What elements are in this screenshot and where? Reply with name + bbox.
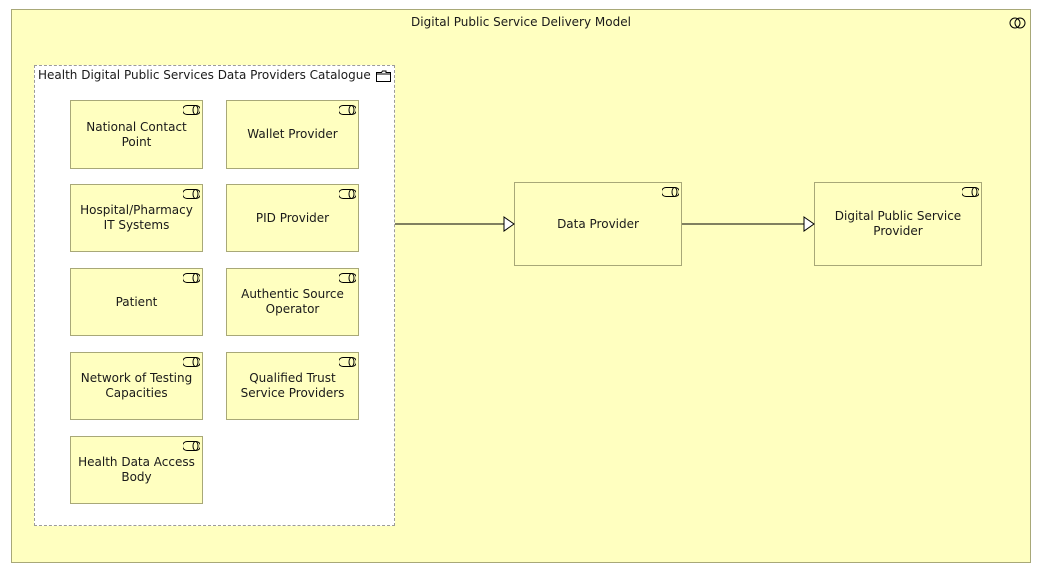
role-label: Qualified Trust Service Providers bbox=[240, 371, 345, 400]
model-title: Digital Public Service Delivery Model bbox=[411, 15, 631, 29]
role-digital-public-service-provider[interactable]: Digital Public Service Provider bbox=[814, 182, 982, 266]
role-label: Wallet Provider bbox=[247, 127, 338, 141]
role-label: Network of Testing Capacities bbox=[80, 371, 193, 400]
folder-icon bbox=[376, 70, 391, 82]
role-national-contact-point[interactable]: National Contact Point bbox=[70, 100, 203, 169]
role-label: Data Provider bbox=[557, 216, 639, 231]
business-role-icon bbox=[183, 105, 200, 115]
business-role-icon bbox=[339, 189, 356, 199]
role-authentic-source-operator[interactable]: Authentic Source Operator bbox=[226, 268, 359, 336]
business-role-icon bbox=[183, 357, 200, 367]
specialization-edge-data-provider-to-service-provider[interactable] bbox=[682, 216, 815, 232]
role-label: Authentic Source Operator bbox=[241, 287, 344, 316]
role-patient[interactable]: Patient bbox=[70, 268, 203, 336]
collaboration-icon bbox=[1009, 17, 1026, 29]
role-wallet-provider[interactable]: Wallet Provider bbox=[226, 100, 359, 169]
role-label: Health Data Access Body bbox=[78, 455, 195, 484]
business-role-icon bbox=[339, 105, 356, 115]
business-role-icon bbox=[183, 441, 200, 451]
business-role-icon bbox=[662, 187, 679, 197]
role-network-of-testing-capacities[interactable]: Network of Testing Capacities bbox=[70, 352, 203, 420]
role-qualified-trust-service-providers[interactable]: Qualified Trust Service Providers bbox=[226, 352, 359, 420]
business-role-icon bbox=[339, 357, 356, 367]
business-role-icon bbox=[183, 273, 200, 283]
role-hospital-pharmacy-it-systems[interactable]: Hospital/Pharmacy IT Systems bbox=[70, 184, 203, 252]
business-role-icon bbox=[183, 189, 200, 199]
role-pid-provider[interactable]: PID Provider bbox=[226, 184, 359, 252]
role-label: National Contact Point bbox=[86, 119, 187, 149]
business-role-icon bbox=[339, 273, 356, 283]
role-label: Patient bbox=[115, 294, 158, 309]
role-label: Digital Public Service Provider bbox=[834, 209, 962, 238]
role-health-data-access-body[interactable]: Health Data Access Body bbox=[70, 436, 203, 504]
specialization-edge-catalogue-to-data-provider[interactable] bbox=[395, 216, 515, 232]
role-label: PID Provider bbox=[255, 210, 330, 225]
role-label: Hospital/Pharmacy IT Systems bbox=[80, 203, 193, 232]
role-data-provider[interactable]: Data Provider bbox=[514, 182, 682, 266]
catalogue-title: Health Digital Public Services Data Prov… bbox=[38, 68, 371, 82]
business-role-icon bbox=[962, 187, 979, 197]
